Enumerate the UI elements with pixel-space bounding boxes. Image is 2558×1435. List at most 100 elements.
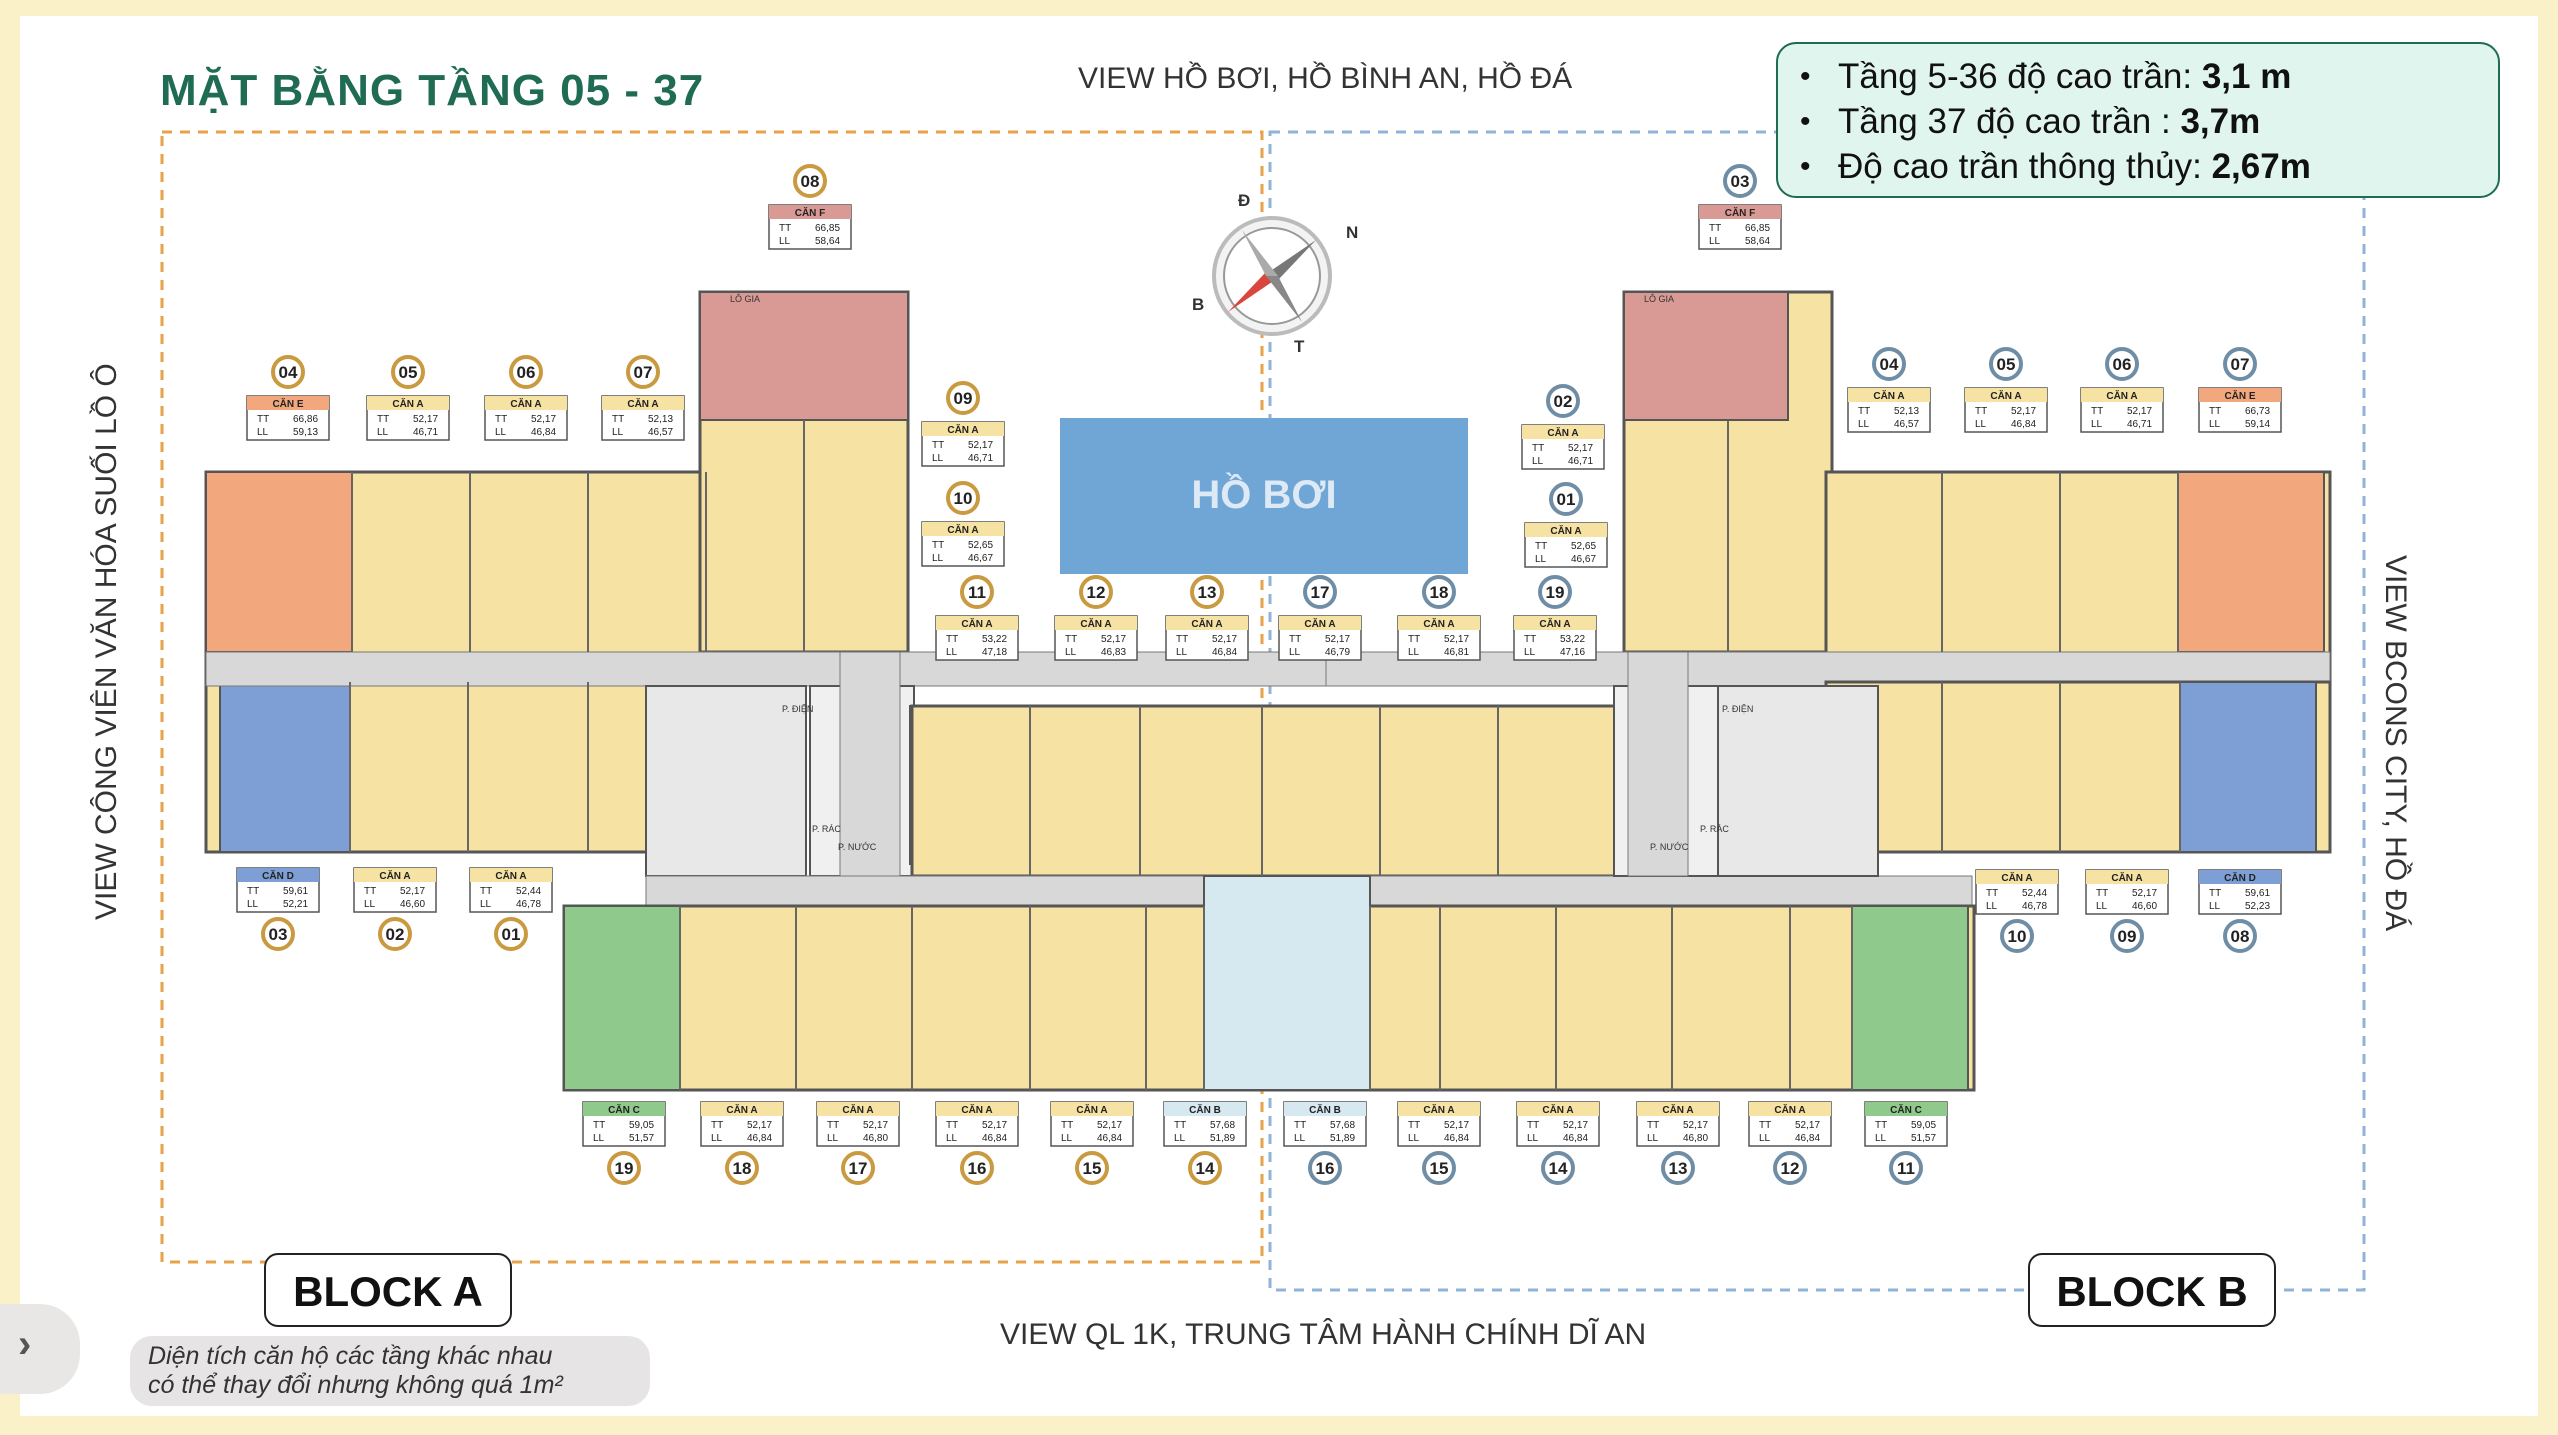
- unit-tt-label: TT: [1294, 1120, 1306, 1131]
- unit-card-header: [701, 1102, 783, 1116]
- unit-number: 08: [801, 172, 820, 191]
- unit-ll-label: LL: [1294, 1133, 1306, 1144]
- unit-tt-value: 52,17: [1097, 1120, 1122, 1131]
- unit-tt-label: TT: [932, 440, 944, 451]
- block-a-label: BLOCK A: [264, 1253, 512, 1327]
- unit-ll-value: 46,71: [968, 453, 993, 464]
- unit-tt-value: 59,05: [1911, 1120, 1936, 1131]
- unit-number: 01: [502, 925, 521, 944]
- unit-number: 12: [1781, 1159, 1800, 1178]
- unit-ll-label: LL: [779, 236, 791, 247]
- unit-ll-label: LL: [1065, 647, 1077, 658]
- center-north-row: [910, 704, 1620, 878]
- unit-number-badge: [1538, 575, 1572, 609]
- unit-number: 09: [954, 389, 973, 408]
- unit-number: 03: [269, 925, 288, 944]
- unit-number-badge: [725, 1151, 759, 1185]
- unit-tt-label: TT: [827, 1120, 839, 1131]
- chevron-right-icon[interactable]: ›: [18, 1322, 32, 1366]
- unit-card-header: [2081, 388, 2163, 402]
- block-b-label: BLOCK B: [2028, 1253, 2276, 1327]
- corridor-a-north: [205, 651, 1327, 687]
- unit-type-name: CĂN A: [947, 523, 978, 536]
- unit-card-header: [1749, 1102, 1831, 1116]
- unit-tt-label: TT: [1289, 634, 1301, 645]
- unit-a-03-plan: [219, 681, 351, 853]
- unit-type-name: CĂN E: [272, 397, 303, 410]
- unit-number: 14: [1196, 1159, 1215, 1178]
- unit-ll-value: 58,64: [1745, 236, 1770, 247]
- unit-tt-value: 52,17: [1563, 1120, 1588, 1131]
- unit-ll-label: LL: [827, 1133, 839, 1144]
- unit-tt-value: 52,17: [1212, 634, 1237, 645]
- unit-tt-value: 52,17: [2127, 406, 2152, 417]
- unit-card-header: [1517, 1102, 1599, 1116]
- unit-card-header: [354, 868, 436, 882]
- unit-tt-label: TT: [1408, 634, 1420, 645]
- unit-number: 07: [634, 363, 653, 382]
- unit-ll-label: LL: [1176, 647, 1188, 658]
- unit-ll-value: 46,84: [1563, 1133, 1588, 1144]
- unit-ll-label: LL: [946, 647, 958, 658]
- unit-ll-value: 46,57: [1894, 419, 1919, 430]
- unit-type-name: CĂN A: [495, 869, 526, 882]
- unit-number: 19: [1546, 583, 1565, 602]
- compass-d: Đ: [1238, 191, 1250, 210]
- unit-card-header: [1284, 1102, 1366, 1116]
- unit-tt-label: TT: [612, 414, 624, 425]
- unit-card-header: [1279, 616, 1361, 630]
- unit-tt-label: TT: [1975, 406, 1987, 417]
- unit-number-badge: [1190, 575, 1224, 609]
- unit-card-header: [1976, 870, 2058, 884]
- unit-ll-value: 46,84: [1795, 1133, 1820, 1144]
- unit-number: 18: [1430, 583, 1449, 602]
- sidebar-toggle[interactable]: [0, 1304, 80, 1394]
- unit-type-name: CĂN F: [1725, 206, 1756, 219]
- unit-ll-label: LL: [1759, 1133, 1771, 1144]
- unit-tt-value: 59,05: [629, 1120, 654, 1131]
- unit-tt-value: 52,17: [982, 1120, 1007, 1131]
- unit-ll-label: LL: [593, 1133, 605, 1144]
- unit-ll-value: 59,13: [293, 427, 318, 438]
- ceiling-info-box: Tầng 5-36 độ cao trần: 3,1 m Tầng 37 độ …: [1776, 42, 2500, 198]
- area-note: Diện tích căn hộ các tầng khác nhau có t…: [130, 1336, 650, 1406]
- corridor-b-link: [1627, 651, 1689, 877]
- unit-ll-value: 46,67: [968, 553, 993, 564]
- unit-ll-value: 52,23: [2245, 901, 2270, 912]
- unit-card-header: [470, 868, 552, 882]
- unit-ll-value: 46,67: [1571, 554, 1596, 565]
- unit-number-badge: [1303, 575, 1337, 609]
- unit-card-header: [1398, 616, 1480, 630]
- unit-number: 19: [615, 1159, 634, 1178]
- unit-number: 06: [517, 363, 536, 382]
- unit-tt-value: 57,68: [1210, 1120, 1235, 1131]
- unit-ll-value: 47,18: [982, 647, 1007, 658]
- unit-tt-value: 59,61: [283, 886, 308, 897]
- unit-tt-value: 53,22: [1560, 634, 1585, 645]
- unit-type-name: CĂN A: [627, 397, 658, 410]
- unit-ll-label: LL: [2209, 901, 2221, 912]
- unit-type-name: CĂN A: [510, 397, 541, 410]
- unit-type-name: CĂN C: [608, 1103, 640, 1116]
- unit-tt-label: TT: [2096, 888, 2108, 899]
- unit-ll-value: 59,14: [2245, 419, 2270, 430]
- unit-number-badge: [2105, 347, 2139, 381]
- unit-number: 03: [1731, 172, 1750, 191]
- unit-ll-value: 46,71: [1568, 456, 1593, 467]
- unit-type-name: CĂN A: [1550, 524, 1581, 537]
- view-right-label: VIEW BCONS CITY, HỒ ĐÁ: [2379, 555, 2412, 932]
- unit-ll-label: LL: [1532, 456, 1544, 467]
- unit-ll-label: LL: [946, 1133, 958, 1144]
- unit-number: 08: [2231, 927, 2250, 946]
- unit-tt-label: TT: [247, 886, 259, 897]
- unit-card-header: [583, 1102, 665, 1116]
